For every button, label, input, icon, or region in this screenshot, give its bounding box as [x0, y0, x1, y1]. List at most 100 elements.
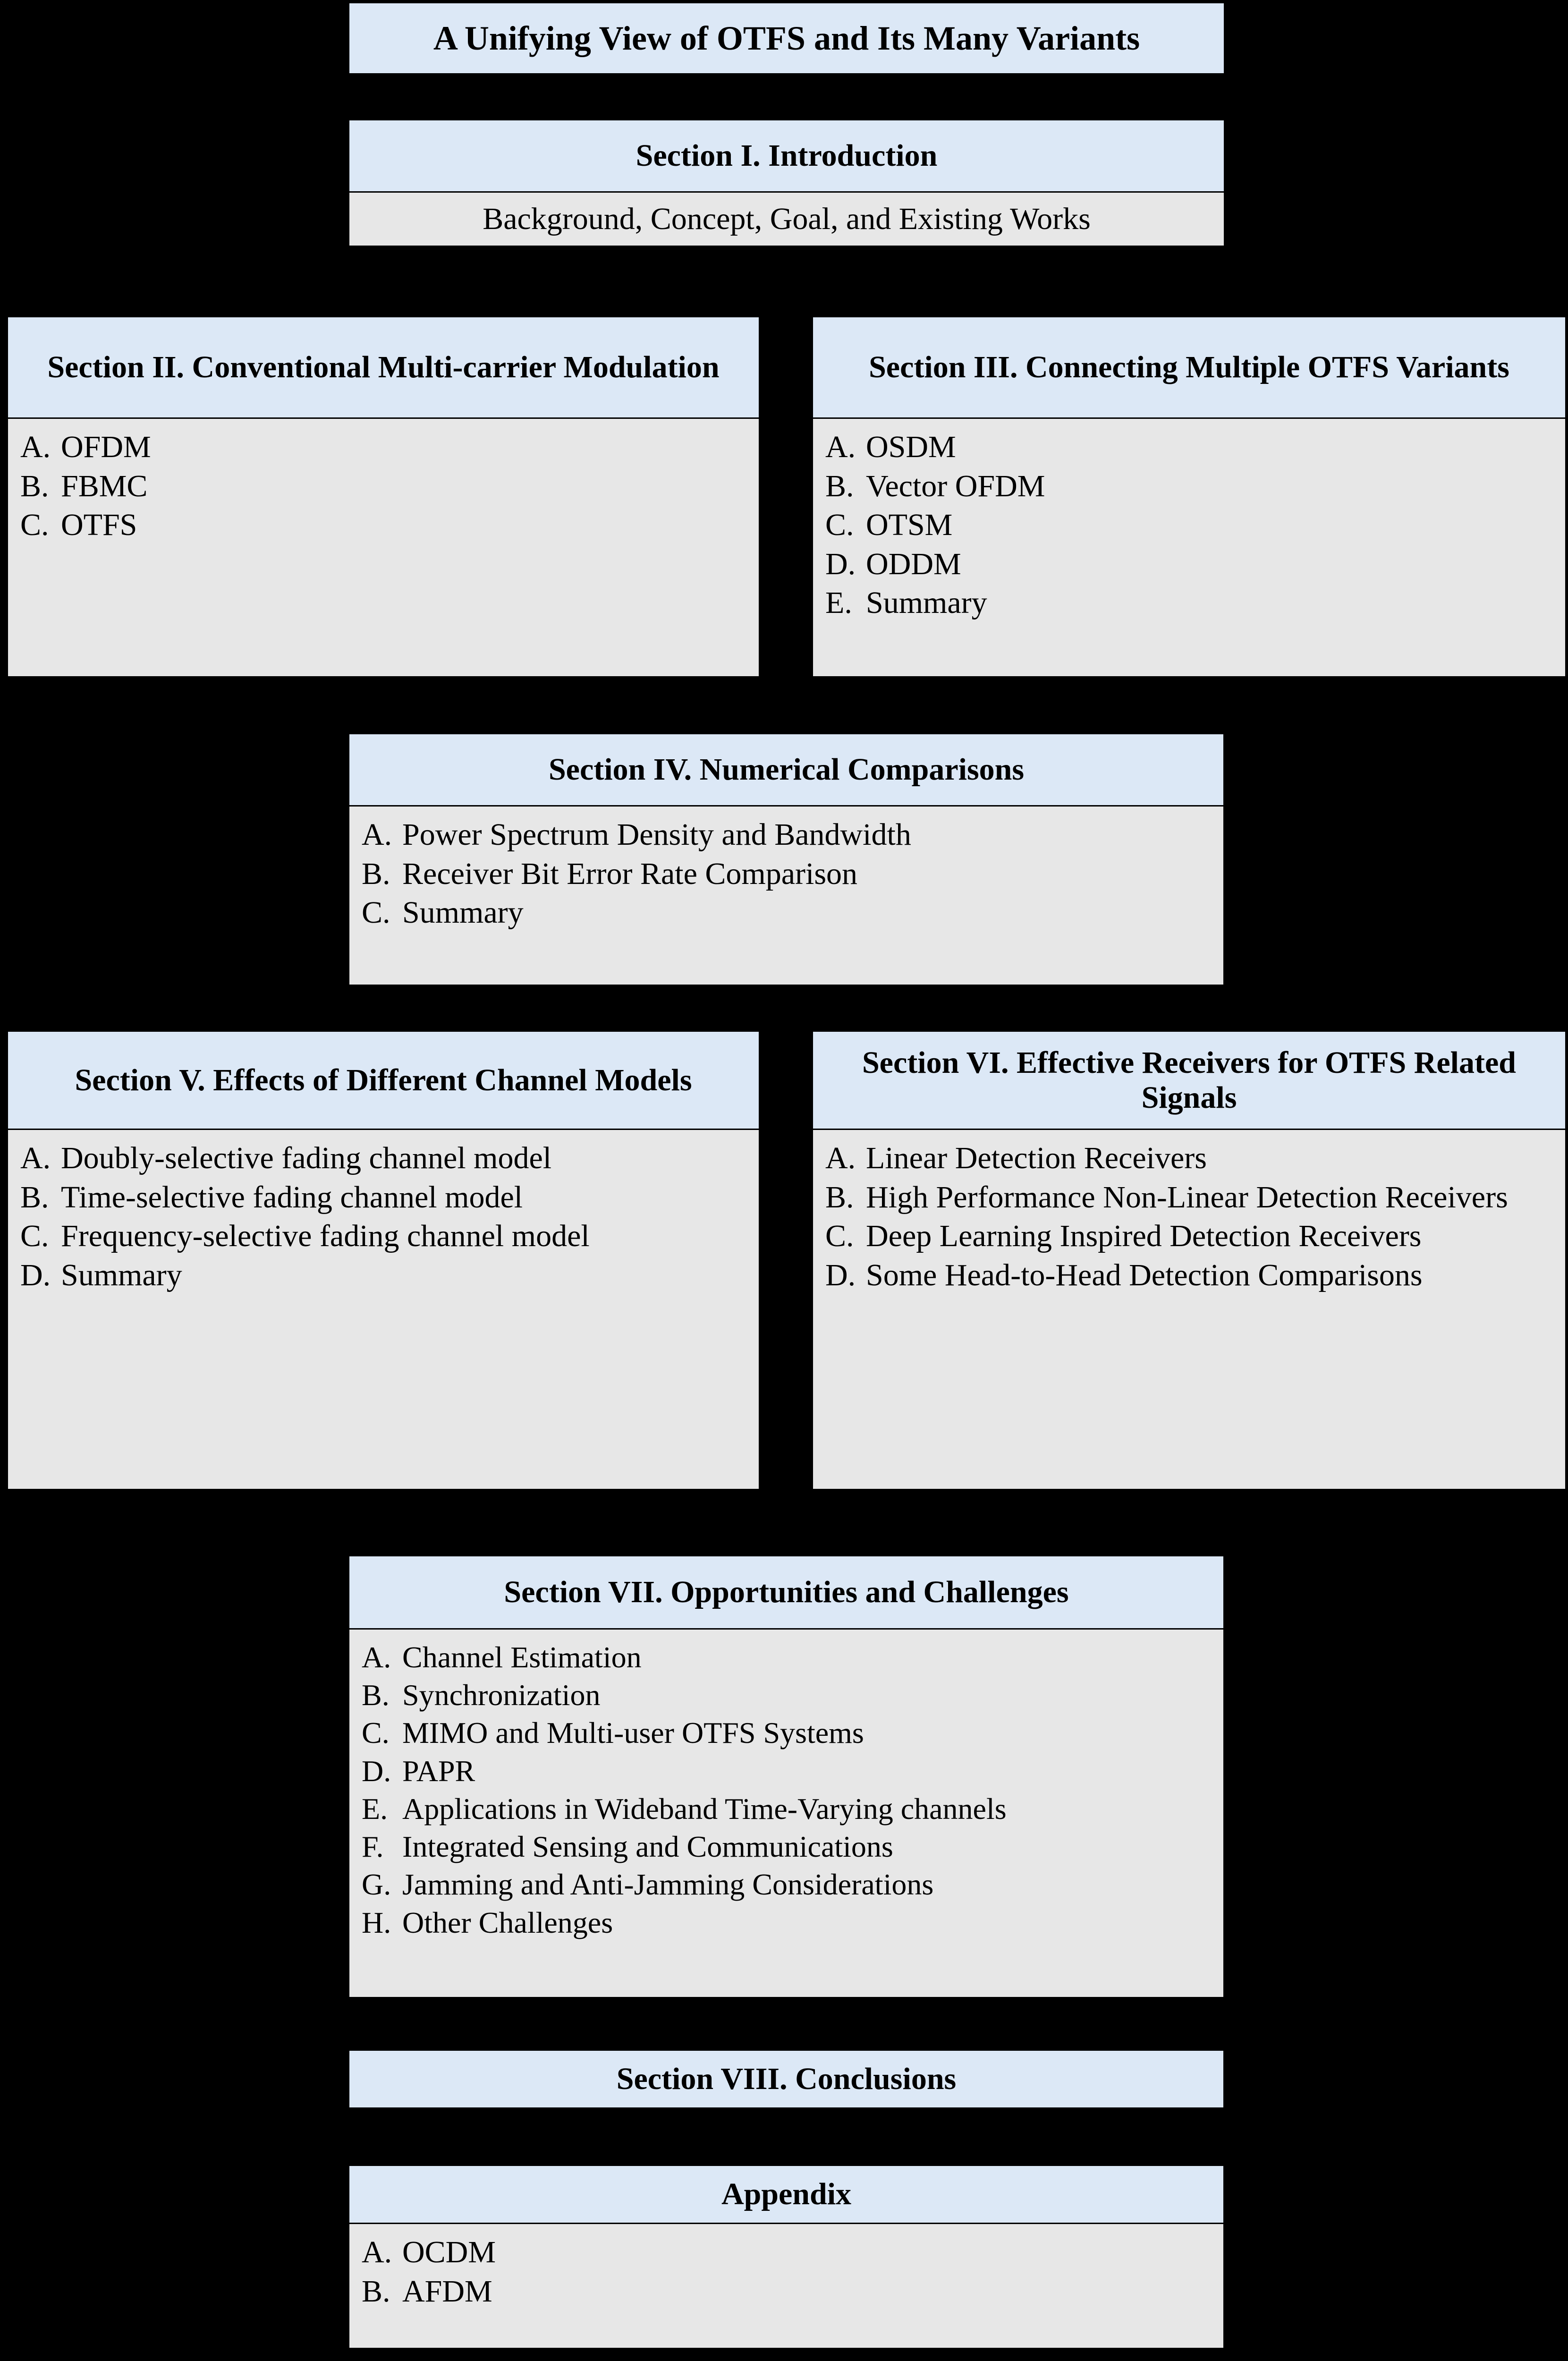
list-item-text: Other Challenges — [402, 1905, 613, 1939]
section-7-header: Section VII. Opportunities and Challenge… — [349, 1556, 1223, 1628]
list-item-text: Receiver Bit Error Rate Comparison — [402, 856, 858, 891]
list-item: D. Summary — [20, 1257, 746, 1294]
list-item: C. MIMO and Multi-user OTFS Systems — [362, 1716, 1211, 1750]
list-item: C. Frequency-selective fading channel mo… — [20, 1218, 746, 1255]
list-item: D. ODDM — [825, 546, 1553, 583]
list-item-label: A. — [20, 430, 51, 464]
list-item-text: Time-selective fading channel model — [61, 1180, 523, 1214]
section-2-header-label: Section II. Conventional Multi-carrier M… — [47, 350, 720, 385]
list-item-label: E. — [362, 1792, 388, 1826]
section-8-header: Section VIII. Conclusions — [349, 2051, 1223, 2107]
list-item-label: A. — [362, 2235, 392, 2269]
section-1-header: Section I. Introduction — [349, 120, 1224, 191]
list-item: A. Doubly-selective fading channel model — [20, 1140, 746, 1177]
section-3-header-label: Section III. Connecting Multiple OTFS Va… — [869, 350, 1509, 385]
list-item: E. Applications in Wideband Time-Varying… — [362, 1792, 1211, 1826]
list-item-text: OTFS — [61, 508, 137, 543]
list-item-label: B. — [362, 856, 390, 891]
list-item-text: High Performance Non-Linear Detection Re… — [866, 1180, 1508, 1214]
list-item-text: Jamming and Anti-Jamming Considerations — [402, 1868, 934, 1902]
paper-title-box: A Unifying View of OTFS and Its Many Var… — [349, 3, 1224, 73]
list-item-label: B. — [825, 1180, 854, 1214]
section-4-header-label: Section IV. Numerical Comparisons — [548, 752, 1025, 787]
list-item-text: Summary — [61, 1257, 182, 1292]
section-5-header-label: Section V. Effects of Different Channel … — [75, 1062, 692, 1097]
list-item: F. Integrated Sensing and Communications — [362, 1829, 1211, 1864]
list-item: B. FBMC — [20, 468, 746, 505]
list-item: C. Deep Learning Inspired Detection Rece… — [825, 1218, 1553, 1255]
list-item: A. Power Spectrum Density and Bandwidth — [362, 817, 1211, 853]
list-item-text: OFDM — [61, 430, 151, 464]
list-item-text: OSDM — [866, 430, 956, 464]
list-item-label: B. — [20, 468, 49, 503]
list-item: A. OSDM — [825, 429, 1553, 466]
section-1-body: Background, Concept, Goal, and Existing … — [349, 193, 1224, 246]
list-item-text: Synchronization — [402, 1678, 601, 1712]
list-item-text: Frequency-selective fading channel model — [61, 1219, 590, 1254]
list-item: B. Time-selective fading channel model — [20, 1180, 746, 1216]
list-item-text: Doubly-selective fading channel model — [61, 1141, 552, 1175]
list-item: A. Linear Detection Receivers — [825, 1140, 1553, 1177]
list-item-text: FBMC — [61, 468, 148, 503]
list-item-text: Integrated Sensing and Communications — [402, 1830, 893, 1864]
list-item-label: A. — [362, 1640, 391, 1674]
list-item-text: Channel Estimation — [402, 1640, 642, 1674]
list-item-text: Applications in Wideband Time-Varying ch… — [402, 1792, 1007, 1826]
list-item-label: H. — [362, 1905, 391, 1939]
section-3-header: Section III. Connecting Multiple OTFS Va… — [813, 317, 1565, 417]
list-item-label: E. — [825, 586, 852, 620]
section-7-body: A. Channel Estimation B. Synchronization… — [349, 1630, 1223, 1997]
list-item: G. Jamming and Anti-Jamming Consideratio… — [362, 1867, 1211, 1902]
section-4-header: Section IV. Numerical Comparisons — [349, 734, 1223, 805]
list-item-text: Some Head-to-Head Detection Comparisons — [866, 1257, 1423, 1292]
list-item-label: B. — [20, 1180, 49, 1214]
section-8-header-label: Section VIII. Conclusions — [616, 2062, 957, 2097]
list-item-text: Summary — [866, 586, 987, 620]
list-item-text: Vector OFDM — [866, 468, 1045, 503]
section-2-body: A. OFDM B. FBMC C. OTFS — [8, 419, 759, 676]
section-5-body: A. Doubly-selective fading channel model… — [8, 1130, 759, 1489]
list-item-label: B. — [362, 2274, 390, 2309]
list-item-label: A. — [362, 817, 392, 852]
list-item-label: D. — [20, 1257, 51, 1292]
section-6-body: A. Linear Detection Receivers B. High Pe… — [813, 1130, 1565, 1489]
list-item: D. PAPR — [362, 1754, 1211, 1789]
list-item-text: AFDM — [402, 2274, 492, 2309]
list-item-label: D. — [825, 546, 856, 581]
list-item-label: C. — [825, 1219, 854, 1254]
section-4-body: A. Power Spectrum Density and Bandwidth … — [349, 807, 1223, 985]
section-7-header-label: Section VII. Opportunities and Challenge… — [504, 1575, 1069, 1610]
list-item: E. Summary — [825, 585, 1553, 621]
list-item: A. Channel Estimation — [362, 1640, 1211, 1675]
list-item-label: D. — [825, 1257, 856, 1292]
list-item-label: B. — [362, 1678, 390, 1712]
paper-title-label: A Unifying View of OTFS and Its Many Var… — [433, 19, 1140, 57]
list-item: C. Summary — [362, 895, 1211, 931]
list-item: D. Some Head-to-Head Detection Compariso… — [825, 1257, 1553, 1294]
list-item: A. OCDM — [362, 2234, 1211, 2271]
list-item-label: C. — [362, 895, 390, 930]
list-item-text: MIMO and Multi-user OTFS Systems — [402, 1716, 864, 1750]
list-item-label: C. — [825, 508, 854, 543]
list-item-label: C. — [20, 508, 49, 543]
list-item-label: C. — [20, 1219, 49, 1254]
list-item-text: Summary — [402, 895, 524, 930]
list-item-label: G. — [362, 1868, 391, 1902]
list-item-text: PAPR — [402, 1754, 475, 1788]
list-item: B. Synchronization — [362, 1678, 1211, 1713]
appendix-header: Appendix — [349, 2166, 1223, 2223]
appendix-body: A. OCDM B. AFDM — [349, 2224, 1223, 2348]
list-item-label: F. — [362, 1830, 384, 1864]
list-item: B. AFDM — [362, 2274, 1211, 2310]
list-item-text: Power Spectrum Density and Bandwidth — [402, 817, 911, 852]
list-item: H. Other Challenges — [362, 1905, 1211, 1940]
section-6-header-label: Section VI. Effective Receivers for OTFS… — [862, 1045, 1517, 1115]
list-item: C. OTSM — [825, 507, 1553, 544]
list-item: B. Receiver Bit Error Rate Comparison — [362, 856, 1211, 892]
list-item-label: D. — [362, 1754, 391, 1788]
section-1-body-text: Background, Concept, Goal, and Existing … — [483, 201, 1091, 236]
list-item: C. OTFS — [20, 507, 746, 544]
list-item: B. High Performance Non-Linear Detection… — [825, 1180, 1553, 1216]
section-3-body: A. OSDM B. Vector OFDM C. OTSM D. ODDM E… — [813, 419, 1565, 676]
